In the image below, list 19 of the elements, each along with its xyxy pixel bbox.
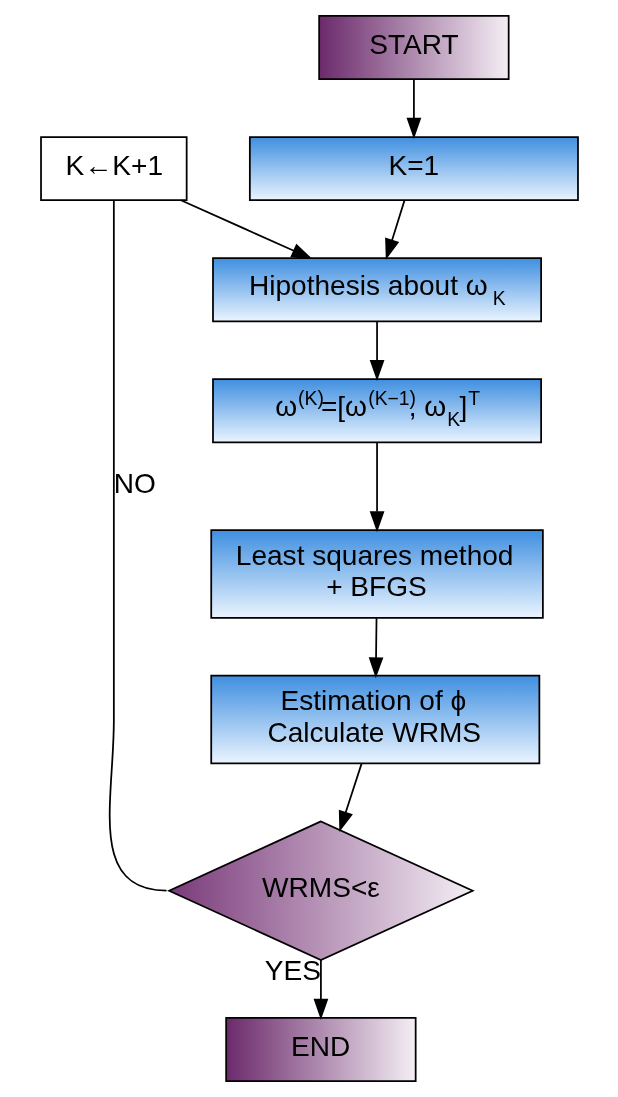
arrow bbox=[338, 762, 362, 833]
node-box: Least squares method + BFGS bbox=[209, 529, 544, 619]
node-diamond: WRMS<ε bbox=[166, 820, 475, 961]
arrow bbox=[369, 320, 384, 382]
arrow bbox=[368, 617, 383, 679]
arrow bbox=[406, 78, 421, 139]
arrow bbox=[313, 959, 328, 1020]
node-box: K←K+1 bbox=[39, 136, 188, 202]
connector bbox=[108, 199, 167, 892]
node-box: START bbox=[317, 15, 510, 80]
node-box: Hipothesis about ω$_{K}$ bbox=[211, 257, 542, 323]
edge-label: NO bbox=[113, 467, 156, 499]
arrow bbox=[369, 441, 384, 533]
arrow bbox=[179, 199, 312, 260]
node-box: END bbox=[224, 1017, 417, 1082]
node-box: ω$^{(K)}$=[ω$^{(K−1)}$, ω$_{K}$]$^{T}$ bbox=[211, 378, 542, 444]
node-box: Estimation of ϕ Calculate WRMS bbox=[209, 674, 540, 765]
node-box: K=1 bbox=[248, 136, 579, 202]
arrow bbox=[384, 199, 405, 260]
